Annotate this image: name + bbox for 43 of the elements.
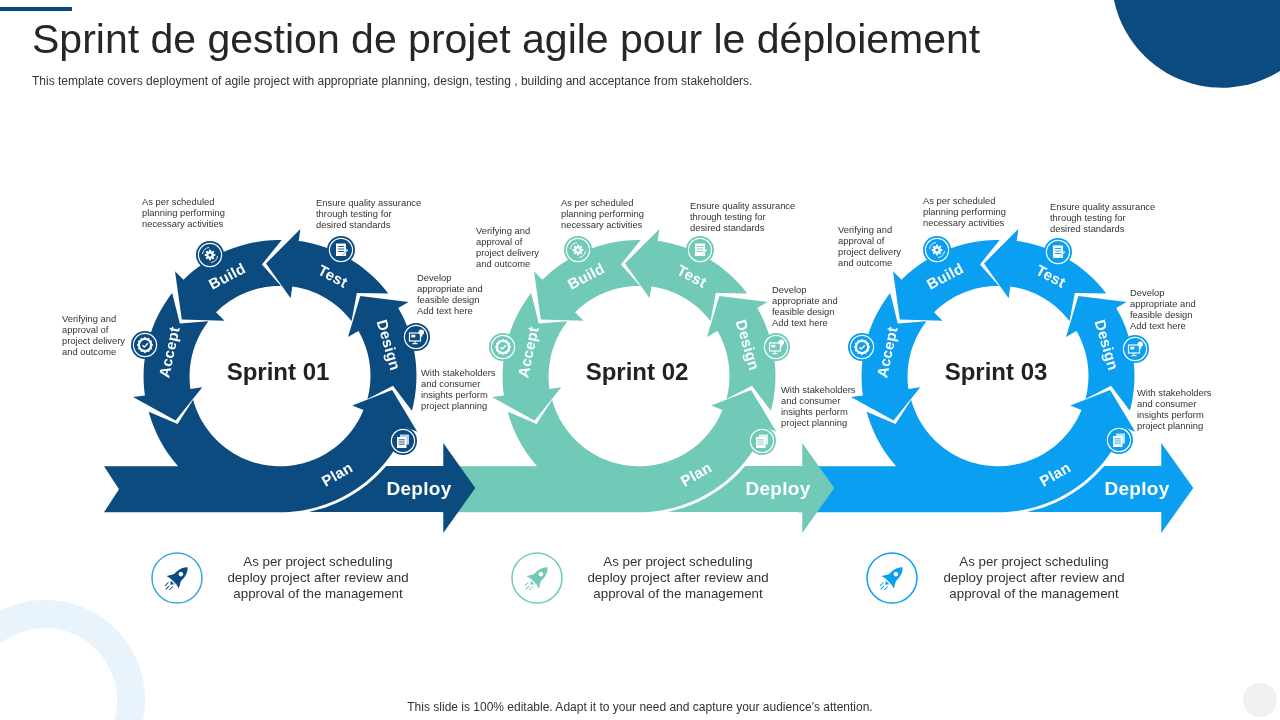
step-label: Plan	[318, 458, 355, 490]
step-label: Deploy	[745, 479, 811, 497]
step-label: Test	[674, 261, 710, 291]
description-text: As per project scheduling deploy project after review and approval of the management	[586, 554, 770, 602]
step-label: Accept	[155, 325, 184, 380]
footer-note: This slide is 100% editable. Adapt it to your need and capture your audience’s attention.	[407, 700, 873, 714]
description-text: As per project scheduling deploy project after review and approval of the management	[226, 554, 410, 602]
step-label: Test	[315, 261, 351, 291]
description-text: Verifying and approval of project delivery and outcome	[62, 313, 127, 357]
step-label: Design	[732, 317, 763, 373]
description-text: Develop appropriate and feasible design Add text here	[772, 284, 839, 328]
description-text: With stakeholders and consumer insights perform project planning	[421, 367, 497, 411]
subtitle: This template covers deployment of agile project with appropriate planning, design, testing , building and acceptance from stakeholders.	[32, 74, 753, 88]
step-label: Accept	[873, 325, 902, 380]
description-text: Verifying and approval of project delivery and outcome	[838, 224, 903, 268]
description-text: With stakeholders and consumer insights perform project planning	[781, 384, 857, 428]
description-text: As per project scheduling deploy project after review and approval of the management	[942, 554, 1126, 602]
description-text: Ensure quality assurance through testing for desired standards	[316, 197, 423, 230]
step-label: Plan	[1036, 458, 1073, 490]
description-text: With stakeholders and consumer insights perform project planning	[1137, 387, 1213, 431]
sprint-title: Sprint 02	[585, 357, 689, 387]
pointed-band	[1026, 443, 1193, 533]
step-label: Plan	[677, 458, 714, 490]
description-text: Ensure quality assurance through testing for desired standards	[690, 200, 797, 233]
step-label: Design	[373, 317, 404, 373]
step-label: Test	[1033, 261, 1069, 291]
description-text: Develop appropriate and feasible design Add text here	[1130, 287, 1197, 331]
sprint-title: Sprint 03	[944, 357, 1048, 387]
pointed-band	[667, 443, 834, 533]
step-label: Design	[1091, 317, 1122, 373]
description-text: Ensure quality assurance through testing for desired standards	[1050, 201, 1157, 234]
pointed-band	[308, 443, 475, 533]
cycle-segment	[347, 296, 416, 411]
step-label: Accept	[514, 325, 543, 380]
description-text: Verifying and approval of project delivery and outcome	[476, 225, 541, 269]
sprint-title: Sprint 01	[226, 357, 330, 387]
description-text: As per scheduled planning performing necessary activities	[142, 196, 226, 229]
description-text: As per scheduled planning performing necessary activities	[923, 195, 1007, 228]
step-label: Deploy	[1104, 479, 1170, 497]
page-title: Sprint de gestion de projet agile pour le déploiement	[32, 16, 981, 62]
step-label: Deploy	[386, 479, 452, 497]
description-text: As per scheduled planning performing necessary activities	[561, 197, 645, 230]
description-text: Develop appropriate and feasible design Add text here	[417, 272, 484, 316]
